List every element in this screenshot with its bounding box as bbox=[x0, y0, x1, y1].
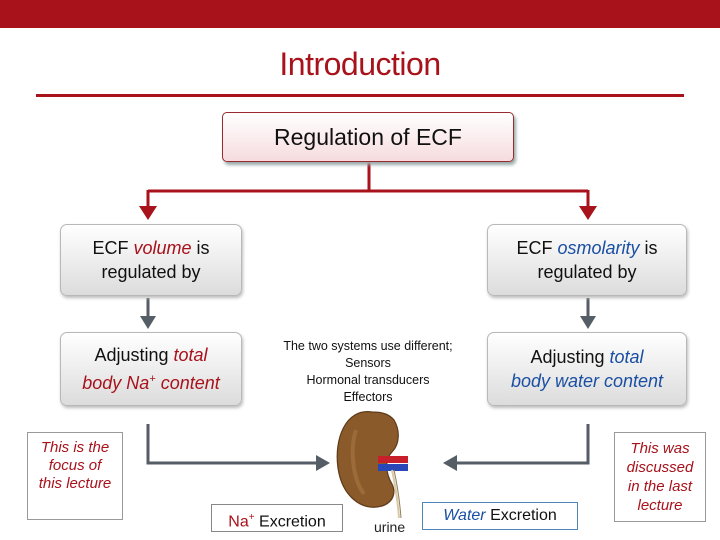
na-excretion-box: Na+ Excretion bbox=[211, 504, 343, 532]
kidney-illustration bbox=[336, 411, 408, 519]
ecf-osmolarity-head-line2: regulated by bbox=[537, 262, 637, 282]
water-excretion-label: Excretion bbox=[485, 507, 557, 524]
left-kidney-arrowhead bbox=[316, 455, 330, 471]
systems-note: The two systems use different; Sensors H… bbox=[258, 338, 478, 406]
systems-note-line3: Hormonal transducers bbox=[306, 373, 430, 387]
adjust-sodium-line2: body Na bbox=[82, 373, 150, 393]
left-branch-arrowhead bbox=[139, 206, 157, 220]
ecf-osmolarity-box: ECF osmolarity is regulated by bbox=[487, 224, 687, 296]
ecf-volume-head-post: is bbox=[191, 238, 210, 258]
discussed-note-line: discussed bbox=[626, 459, 694, 476]
adjust-sodium-sup: + bbox=[149, 373, 156, 385]
na-excretion-prefix: Na bbox=[228, 513, 249, 531]
discussed-note-line: in the last bbox=[627, 478, 693, 495]
title-divider bbox=[36, 94, 684, 97]
ecf-volume-head-line2: regulated by bbox=[101, 262, 201, 282]
left-down-arrowhead bbox=[140, 316, 156, 329]
adjust-water-pre: Adjusting bbox=[530, 347, 610, 367]
right-branch-arrowhead bbox=[579, 206, 597, 220]
right-kidney-connector bbox=[455, 424, 590, 465]
systems-note-line2: Sensors bbox=[345, 356, 391, 370]
focus-note-box: This is the focus of this lecture bbox=[27, 432, 123, 520]
adjust-sodium-post: content bbox=[155, 373, 220, 393]
left-kidney-connector bbox=[146, 424, 318, 465]
discussed-note-line: lecture bbox=[637, 497, 683, 514]
na-excretion-label: Excretion bbox=[254, 513, 326, 531]
right-down-arrowhead bbox=[580, 316, 596, 329]
ecf-regulation-box: Regulation of ECF bbox=[222, 112, 514, 162]
adjust-water-line2: body water content bbox=[510, 371, 664, 391]
ecf-osmolarity-head-em: osmolarity bbox=[557, 238, 640, 258]
ecf-volume-head-pre: ECF bbox=[92, 238, 134, 258]
systems-note-line1: The two systems use different; bbox=[283, 339, 453, 353]
focus-note-line: This is the bbox=[40, 439, 110, 456]
adjust-sodium-em: total bbox=[173, 345, 208, 365]
urine-label: urine bbox=[374, 519, 406, 535]
top-banner bbox=[0, 0, 720, 28]
ecf-osmolarity-head-post: is bbox=[639, 238, 658, 258]
discussed-note-line: This was bbox=[630, 440, 690, 457]
right-kidney-arrowhead bbox=[443, 455, 457, 471]
ecf-osmolarity-head-pre: ECF bbox=[516, 238, 558, 258]
focus-note-line: this lecture bbox=[38, 475, 112, 492]
systems-note-line4: Effectors bbox=[343, 390, 393, 404]
adjust-sodium-pre: Adjusting bbox=[94, 345, 174, 365]
ecf-volume-head-em: volume bbox=[133, 238, 192, 258]
focus-note-line: focus of bbox=[48, 457, 102, 474]
water-excretion-prefix: Water bbox=[443, 507, 486, 524]
adjust-water-em: total bbox=[609, 347, 644, 367]
adjust-water-box: Adjusting total body water content bbox=[487, 332, 687, 406]
ecf-volume-box: ECF volume is regulated by bbox=[60, 224, 242, 296]
adjust-sodium-box: Adjusting total body Na+ content bbox=[60, 332, 242, 406]
page-title: Introduction bbox=[279, 46, 441, 82]
discussed-note-box: This was discussed in the last lecture bbox=[614, 432, 706, 522]
na-excretion-sup: + bbox=[248, 512, 255, 523]
water-excretion-box: Water Excretion bbox=[422, 502, 578, 530]
